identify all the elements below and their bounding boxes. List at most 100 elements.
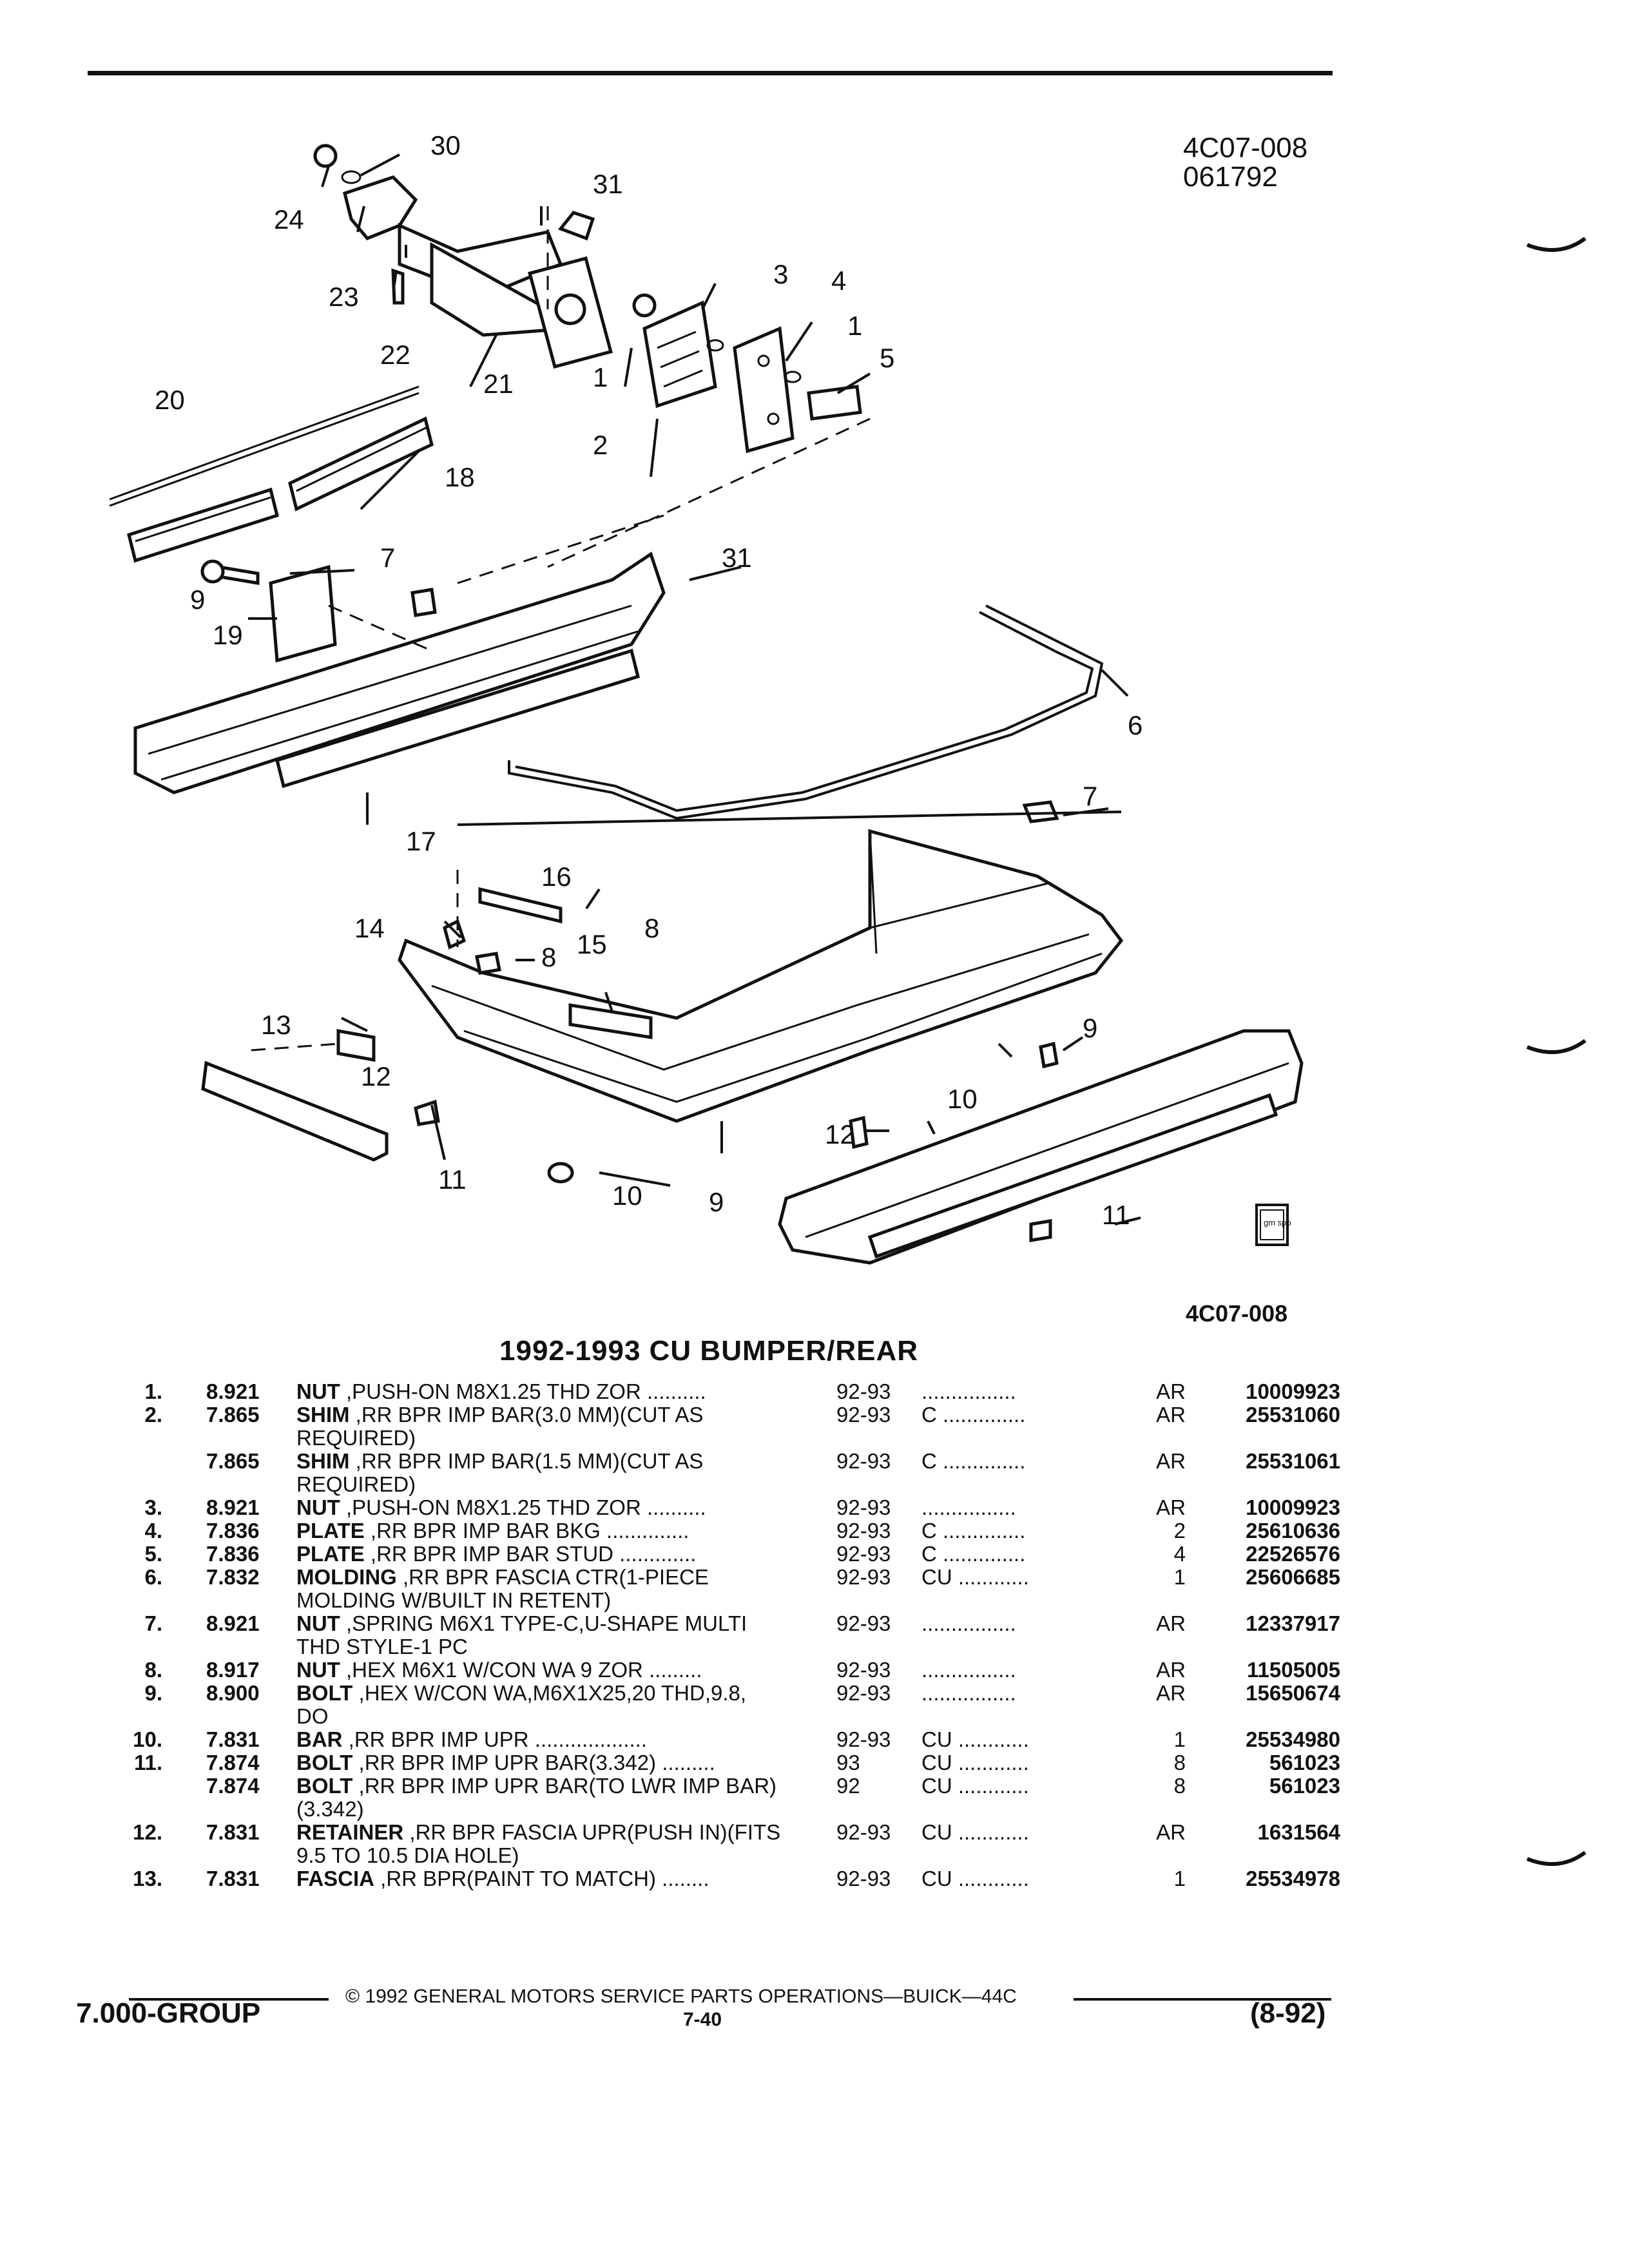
callout-5: 5	[880, 343, 894, 373]
leader-dots: ..............	[943, 1403, 1026, 1427]
part-name: SHIM	[296, 1449, 350, 1473]
energy-absorber-strip	[109, 385, 434, 563]
fascia-13	[398, 829, 1124, 1123]
series-value: CU	[921, 1751, 952, 1774]
series-value: C	[921, 1519, 937, 1542]
series-code: ................	[921, 1658, 1016, 1682]
model-years: 92-93	[836, 1379, 891, 1403]
upper-mount-bracket	[313, 144, 613, 369]
model-years: 92-93	[836, 1542, 891, 1566]
shim-plates	[547, 293, 871, 568]
part-number: 25606685	[1246, 1565, 1340, 1589]
part-detail-cont: 9.5 TO 10.5 DIA HOLE)	[296, 1843, 519, 1867]
group-number: 7.831	[206, 1820, 260, 1844]
quantity: AR	[1156, 1658, 1186, 1682]
upper-bar-10	[778, 1029, 1304, 1265]
section-title: 1992-1993 CU BUMPER/REAR	[499, 1335, 918, 1367]
item-number: 12.	[133, 1820, 162, 1844]
part-name: SHIM	[296, 1403, 350, 1427]
part-detail: ,RR BPR FASCIA UPR(PUSH IN)(FITS	[403, 1820, 781, 1844]
callout-8a: 8	[541, 942, 556, 972]
part-number: 25534980	[1246, 1727, 1340, 1751]
model-years: 92-93	[836, 1519, 891, 1542]
callout-4: 4	[831, 265, 846, 296]
group-number: 7.831	[206, 1727, 260, 1751]
leader-dots: ..............	[943, 1449, 1026, 1473]
group-number: 8.917	[206, 1658, 260, 1682]
model-years: 92-93	[836, 1681, 891, 1705]
part-number: 1631564	[1257, 1820, 1340, 1844]
group-number: 7.874	[206, 1751, 260, 1774]
part-description: BAR ,RR BPR IMP UPR ...................	[296, 1728, 915, 1751]
group-number: 8.900	[206, 1681, 260, 1705]
part-description: BOLT ,HEX W/CON WA,M6X1X25,20 THD,9.8,DO	[296, 1682, 915, 1728]
part-name: MOLDING	[296, 1565, 397, 1589]
part-name: NUT	[296, 1658, 340, 1682]
item-number: 2.	[144, 1403, 162, 1427]
part-number: 25531061	[1246, 1449, 1340, 1473]
model-years: 92	[836, 1774, 860, 1798]
callout-15: 11	[438, 1164, 467, 1195]
quantity: 8	[1173, 1774, 1186, 1798]
model-years: 92-93	[836, 1867, 891, 1890]
part-number: 25531060	[1246, 1403, 1340, 1427]
part-number: 11505005	[1246, 1658, 1340, 1682]
quantity: AR	[1156, 1449, 1186, 1473]
callout-1a: 1	[593, 362, 608, 392]
quantity: AR	[1156, 1611, 1186, 1635]
lower-hardware	[201, 800, 1059, 1242]
quantity: 4	[1173, 1542, 1186, 1566]
callout-20: 16	[541, 861, 572, 892]
leader-dots: ............	[958, 1751, 1029, 1774]
part-detail: ,RR BPR FASCIA CTR(1-PIECE	[396, 1565, 709, 1589]
group-number: 7.865	[206, 1449, 260, 1473]
callout-10: 10	[947, 1084, 978, 1114]
model-years: 92-93	[836, 1658, 891, 1682]
group-number: 8.921	[206, 1495, 260, 1519]
quantity: 1	[1173, 1867, 1186, 1890]
callout-18: 14	[354, 913, 385, 943]
series-value: CU	[921, 1565, 952, 1589]
part-detail-cont: (3.342)	[296, 1797, 364, 1821]
part-detail: ,HEX M6X1 W/CON WA 9 ZOR .........	[340, 1658, 702, 1682]
part-number: 561023	[1269, 1751, 1340, 1774]
group-number: 7.836	[206, 1542, 260, 1566]
callout-14: 10	[612, 1180, 642, 1211]
item-number: 11.	[133, 1751, 162, 1774]
part-name: RETAINER	[296, 1820, 404, 1844]
group-number: 7.836	[206, 1519, 260, 1542]
part-name: PLATE	[296, 1542, 365, 1566]
series-value: CU	[921, 1774, 952, 1798]
series-value: C	[921, 1449, 937, 1473]
callout-19: 15	[577, 929, 607, 959]
part-number: 22526576	[1246, 1542, 1340, 1566]
page-number: 7-40	[683, 2009, 722, 2030]
part-detail: ,RR BPR IMP BAR(3.0 MM)(CUT AS	[349, 1403, 704, 1427]
part-detail: ,RR BPR IMP BAR BKG ..............	[364, 1519, 689, 1542]
part-number: 12337917	[1246, 1611, 1340, 1635]
gm-spo-badge: gm spo	[1255, 1204, 1291, 1246]
leader-dots: ............	[958, 1867, 1029, 1890]
callout-21: 17	[406, 826, 436, 856]
item-number: 8.	[144, 1658, 162, 1682]
item-number: 5.	[144, 1542, 162, 1566]
part-description: RETAINER ,RR BPR FASCIA UPR(PUSH IN)(FIT…	[296, 1821, 915, 1867]
series-value: C	[921, 1542, 937, 1566]
part-name: BAR	[296, 1727, 343, 1751]
leader-dots: ............	[958, 1820, 1029, 1844]
parts-row: 12. 7.831 RETAINER ,RR BPR FASCIA UPR(PUSH…	[116, 1821, 1340, 1867]
part-detail: ,HEX W/CON WA,M6X1X25,20 THD,9.8,	[352, 1681, 747, 1705]
part-number: 10009923	[1246, 1495, 1340, 1519]
part-number: 10009923	[1246, 1379, 1340, 1403]
quantity: AR	[1156, 1495, 1186, 1519]
top-rule	[88, 71, 1333, 75]
copyright-notice: © 1992 GENERAL MOTORS SERVICE PARTS OPER…	[345, 1986, 1017, 2007]
series-code: CU ............	[921, 1728, 1029, 1751]
